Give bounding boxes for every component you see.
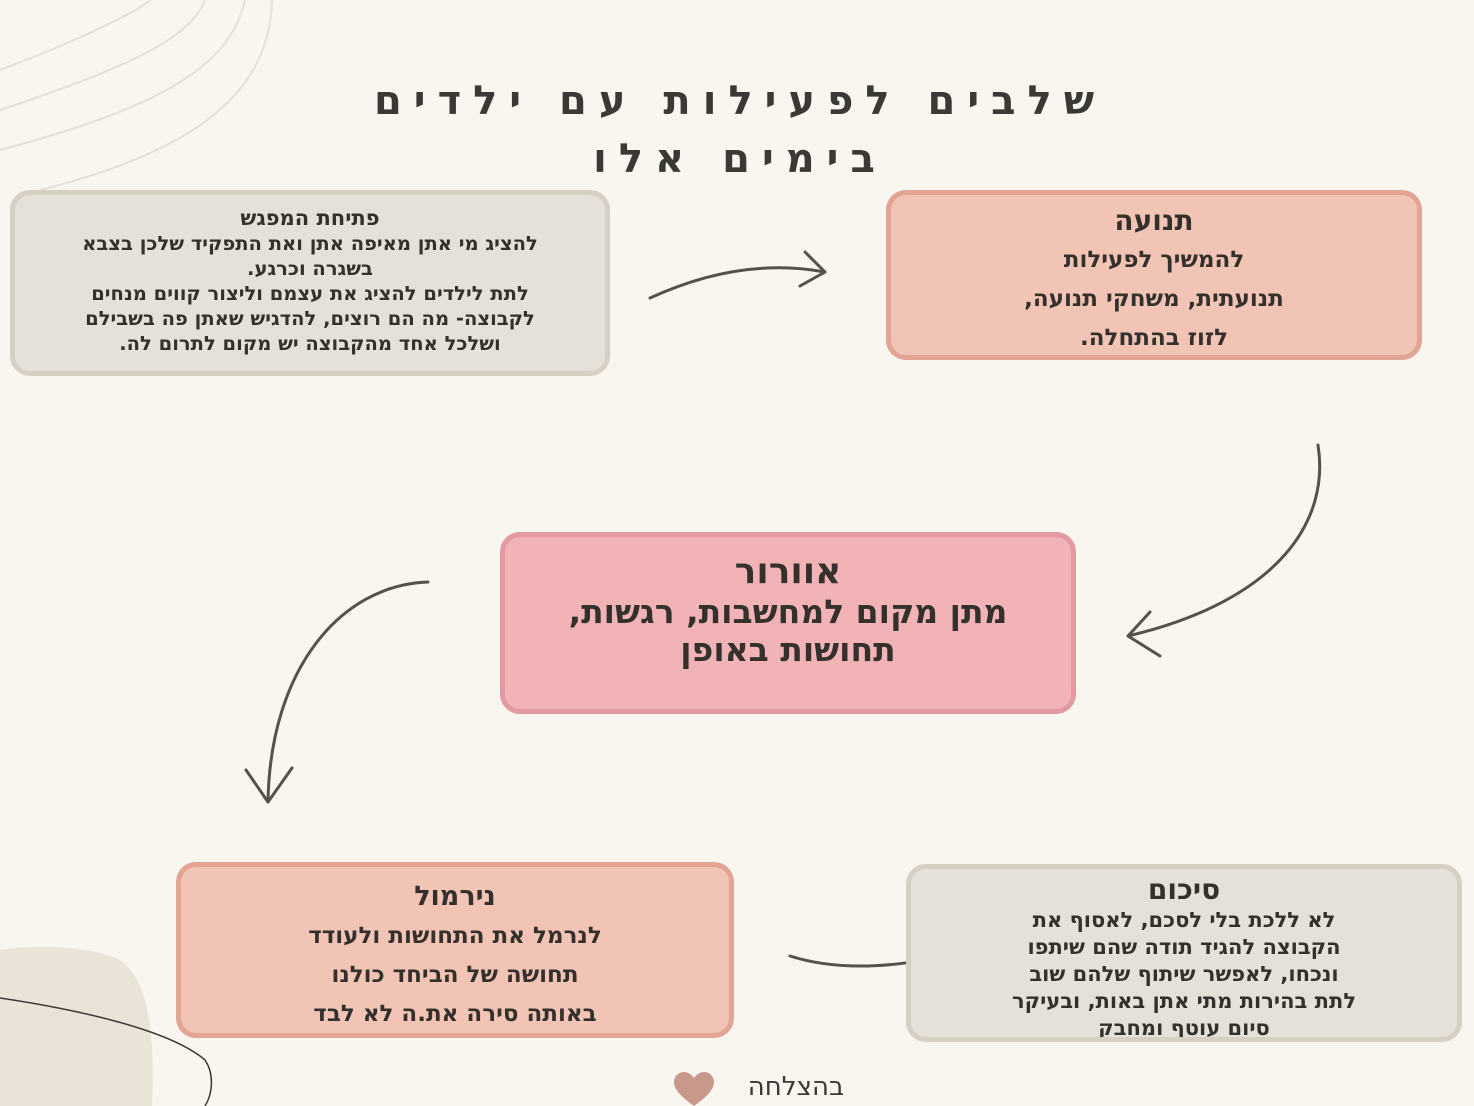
- step-text-summary: לא ללכת בלי לסכם, לאסוף את הקבוצה להגיד …: [1011, 908, 1357, 1040]
- arrow-movement-to-ventilation: [1126, 443, 1322, 658]
- decorative-blob: [0, 947, 153, 1106]
- step-box-movement: תנועה להמשיך לפעילות תנועתית, משחקי תנוע…: [886, 190, 1422, 360]
- step-text-normalization: לנרמל את התחושות ולעודד תחושה של הביחד כ…: [308, 923, 602, 1027]
- step-text-opening: להציג מי אתן מאיפה אתן ואת התפקיד שלכן ב…: [82, 232, 538, 355]
- decorative-line: [0, 997, 213, 1106]
- step-title-ventilation: אוורור: [734, 551, 842, 592]
- step-box-opening: פתיחת המפגש להציג מי אתן מאיפה אתן ואת ה…: [10, 190, 610, 376]
- step-box-normalization: נירמול לנרמל את התחושות ולעודד תחושה של …: [176, 862, 734, 1038]
- step-title-normalization: נירמול: [414, 881, 496, 912]
- arrow-ventilation-to-normalization: [244, 580, 430, 804]
- arrow-opening-to-movement: [648, 250, 827, 300]
- heart-icon: [674, 1072, 714, 1106]
- step-box-summary: סיכום לא ללכת בלי לסכם, לאסוף את הקבוצה …: [906, 864, 1462, 1042]
- step-text-movement: להמשיך לפעילות תנועתית, משחקי תנועה, לזו…: [1024, 247, 1284, 351]
- step-title-movement: תנועה: [1114, 204, 1194, 237]
- title-line-1: שלבים לפעילות עם ילדים: [373, 78, 1107, 124]
- page-title: שלבים לפעילות עם ילדים בימים אלו: [260, 72, 1220, 188]
- step-title-opening: פתיחת המפגש: [240, 206, 380, 230]
- title-line-2: בימים אלו: [593, 136, 887, 182]
- decorative-waves: [0, 0, 273, 191]
- step-title-summary: סיכום: [1147, 873, 1221, 906]
- step-text-ventilation: מתן מקום למחשבות, רגשות, תחושות באופן: [568, 592, 1008, 669]
- step-box-ventilation: אוורור מתן מקום למחשבות, רגשות, תחושות ב…: [500, 532, 1076, 714]
- footer-text: בהצלחה: [747, 1072, 844, 1102]
- footer: בהצלחה: [670, 1068, 870, 1106]
